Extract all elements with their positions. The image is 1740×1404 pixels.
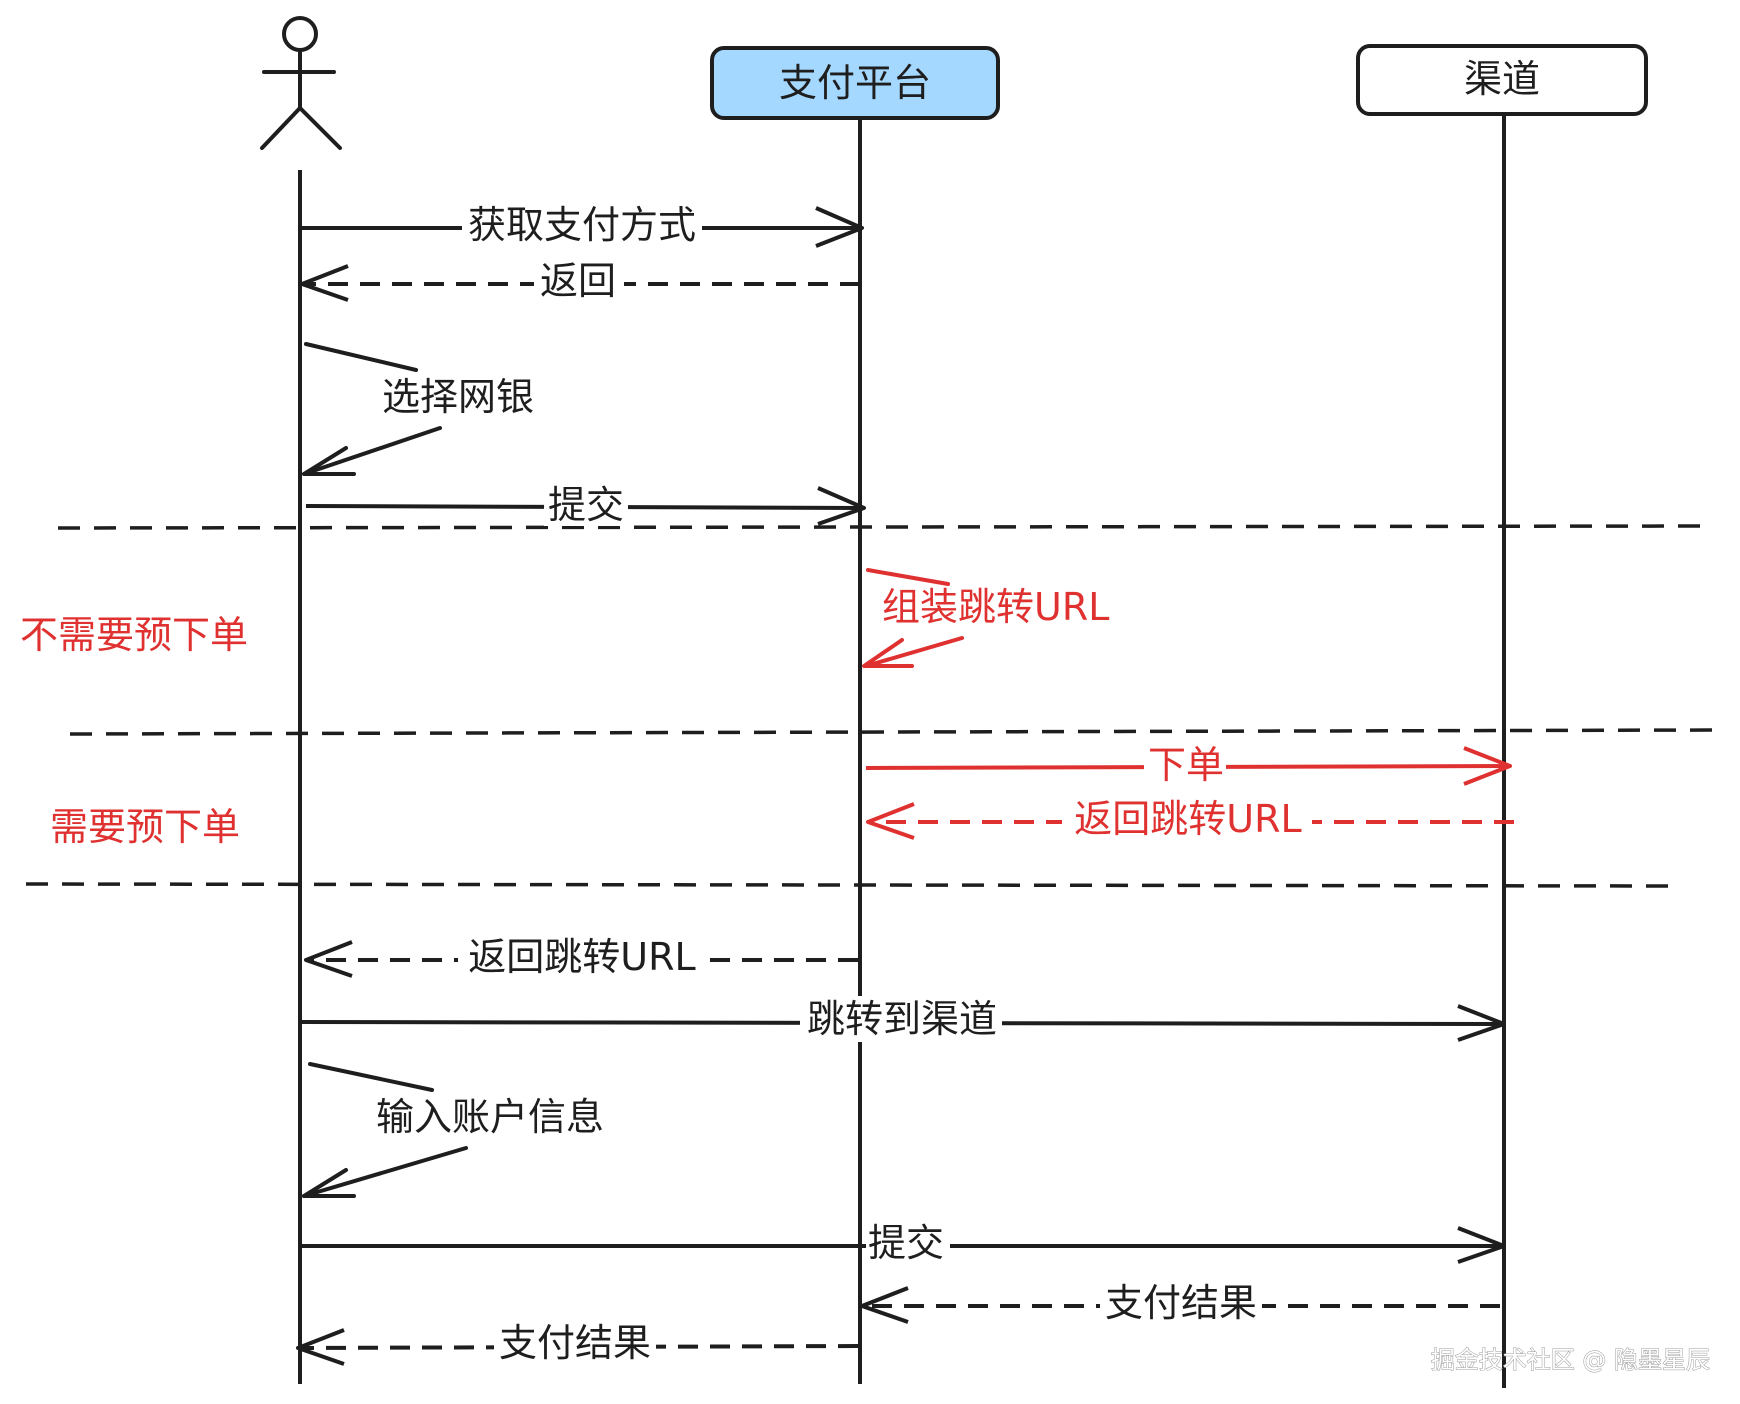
- message-label: 返回跳转URL: [1074, 797, 1301, 841]
- message-return: 返回: [300, 256, 860, 303]
- participant-channel-label: 渠道: [1464, 57, 1540, 101]
- message-label: 选择网银: [382, 375, 534, 419]
- participant-platform: 支付平台: [710, 46, 1000, 120]
- message-label: 下单: [1148, 743, 1224, 787]
- message-get-payment-methods: 获取支付方式: [300, 200, 864, 248]
- zone-divider: [57, 524, 1711, 530]
- message-label: 跳转到渠道: [807, 997, 997, 1041]
- message-payment-result-to-platform: 支付结果: [860, 1280, 1500, 1326]
- zone-divider: [69, 728, 1717, 736]
- watermark: 掘金技术社区 @ 隐墨星辰: [1431, 1346, 1710, 1374]
- message-label: 输入账户信息: [376, 1095, 604, 1139]
- participant-channel: 渠道: [1356, 44, 1648, 116]
- zone-divider: [25, 882, 1673, 888]
- message-label: 提交: [868, 1221, 944, 1265]
- message-return-redirect-url-from-channel: 返回跳转URL: [866, 796, 1514, 842]
- message-enter-account-info: 输入账户信息: [302, 1062, 604, 1198]
- message-redirect-to-channel: 跳转到渠道: [301, 996, 1506, 1042]
- zone-label-preorder: 需要预下单: [50, 805, 240, 849]
- participant-platform-label: 支付平台: [779, 61, 931, 105]
- message-label: 返回: [540, 259, 616, 303]
- message-label: 组装跳转URL: [882, 585, 1109, 629]
- message-submit-to-channel: 提交: [302, 1218, 1506, 1265]
- message-return-redirect-url-to-user: 返回跳转URL: [304, 934, 858, 980]
- message-assemble-redirect-url: 组装跳转URL: [862, 568, 1109, 668]
- message-label: 支付结果: [1105, 1281, 1257, 1325]
- message-label: 支付结果: [499, 1321, 651, 1365]
- message-label: 提交: [548, 483, 624, 527]
- message-label: 返回跳转URL: [468, 935, 695, 979]
- message-select-online-banking: 选择网银: [302, 342, 534, 476]
- message-payment-result-to-user: 支付结果: [296, 1320, 859, 1366]
- message-label: 获取支付方式: [468, 203, 696, 247]
- message-submit-to-platform: 提交: [305, 480, 866, 527]
- stick-figure-icon: [260, 16, 342, 150]
- zone-label-no-preorder: 不需要预下单: [20, 613, 248, 657]
- message-place-order: 下单: [865, 742, 1512, 788]
